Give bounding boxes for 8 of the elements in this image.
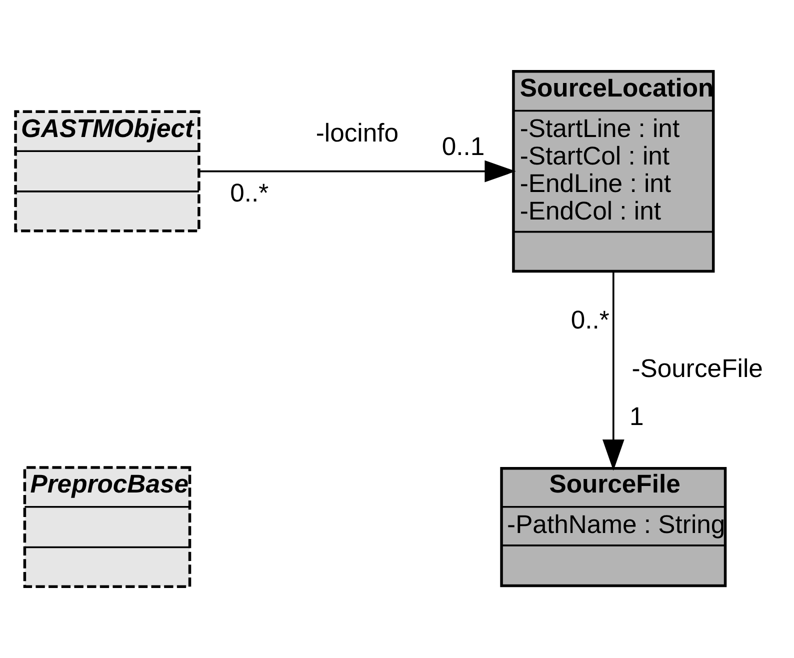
edge-label: -locinfo <box>316 119 399 148</box>
label: 0..* <box>570 306 610 334</box>
arrow <box>602 272 624 471</box>
label: 1 <box>630 402 644 431</box>
label: 0..1 <box>442 132 485 161</box>
arrow <box>200 160 516 182</box>
label: 0..* <box>230 179 269 208</box>
edge-label: -SourceFile <box>632 355 763 384</box>
